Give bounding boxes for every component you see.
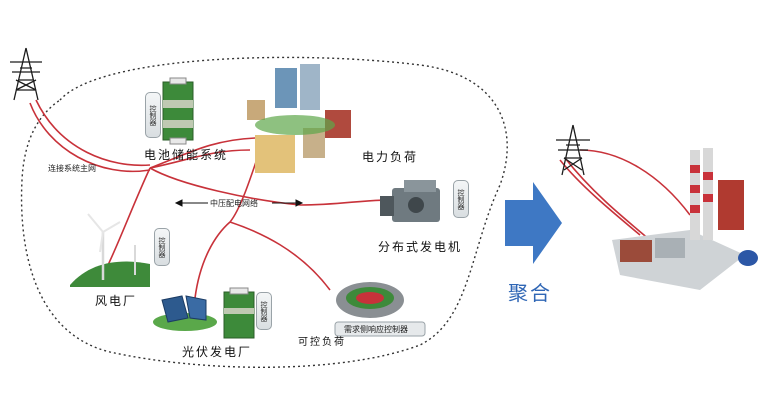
battery-icon	[162, 77, 194, 145]
transmission-tower-icon-2	[556, 124, 590, 176]
distributed-generator-label: 分布式发电机	[378, 240, 463, 254]
power-plant-icon	[612, 148, 758, 290]
pv-plant-label: 光伏发电厂	[182, 345, 253, 359]
wind-farm-label: 风电厂	[95, 294, 138, 308]
aggregate-arrow	[505, 182, 562, 264]
wind-turbine-icon	[70, 213, 150, 287]
stadium-icon	[336, 282, 404, 318]
aggregation-boundary	[20, 56, 508, 368]
controllable-load-label: 可控负荷	[298, 337, 346, 348]
solar-panel-icon	[153, 295, 217, 331]
wind-controller: 控制器	[154, 228, 170, 266]
demand-controller-label: 需求侧响应控制器	[344, 325, 408, 334]
main-grid-label: 连接系统主网	[48, 164, 96, 173]
aggregate-label: 聚合	[508, 281, 552, 305]
city-buildings-icon	[247, 64, 351, 173]
battery-controller: 控制器	[145, 92, 161, 138]
electric-load-label: 电力负荷	[362, 150, 419, 164]
generator-controller: 控制器	[453, 180, 469, 218]
battery-storage-label: 电池储能系统	[144, 148, 229, 162]
transmission-tower-icon	[10, 47, 42, 101]
pv-controller: 控制器	[256, 292, 272, 330]
mv-network-arrow	[174, 199, 304, 207]
pv-battery-icon	[223, 287, 255, 339]
mv-network-label: 中压配电网络	[210, 199, 258, 208]
generator-icon	[380, 180, 440, 222]
demand-controller-box	[334, 321, 426, 337]
